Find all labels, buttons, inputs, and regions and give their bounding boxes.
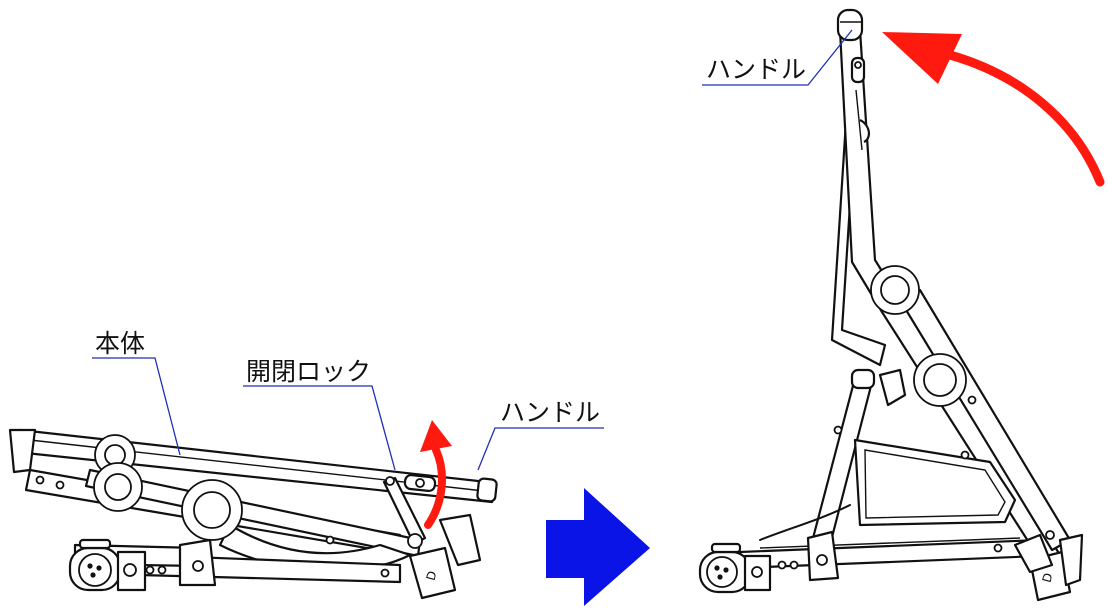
unfolded-handle-grip — [836, 8, 864, 42]
folded-lock-pivot — [407, 533, 423, 549]
handle-label-leader-right — [702, 29, 853, 86]
unfolded-front-wheel — [706, 556, 738, 588]
body-label-leader — [92, 357, 181, 456]
svg-text:D: D — [424, 569, 440, 582]
folded-front-wheel — [78, 553, 112, 587]
unfolded-front-hinge-cap — [850, 368, 876, 390]
unfolded-rear-bracket — [1013, 533, 1054, 574]
unfolded-stroller: D — [698, 8, 1084, 602]
folded-stroller: D — [8, 428, 498, 600]
folded-rear-wheel — [408, 546, 457, 600]
folded-rear-bracket — [438, 513, 482, 567]
unfolded-rear-footrest — [1058, 533, 1084, 587]
handle-label-unfolded: ハンドル — [706, 55, 806, 84]
folded-brake-pedal — [78, 538, 112, 550]
folded-front-cap — [8, 428, 37, 474]
lock-label-leader — [243, 385, 396, 471]
transition-arrow — [546, 488, 650, 606]
handle-label-leader-left — [477, 427, 604, 471]
handle-label-folded: ハンドル — [500, 398, 600, 427]
folded-motion-arrow — [420, 420, 452, 529]
svg-text:D: D — [1040, 571, 1056, 584]
lock-label: 開閉ロック — [246, 357, 371, 386]
unfolded-brake-pedal — [710, 542, 742, 554]
folded-handle-grip — [476, 477, 498, 503]
body-label: 本体 — [95, 329, 145, 358]
unfolded-motion-arrow — [882, 32, 1105, 187]
unfolded-joint-bracket — [878, 368, 907, 407]
